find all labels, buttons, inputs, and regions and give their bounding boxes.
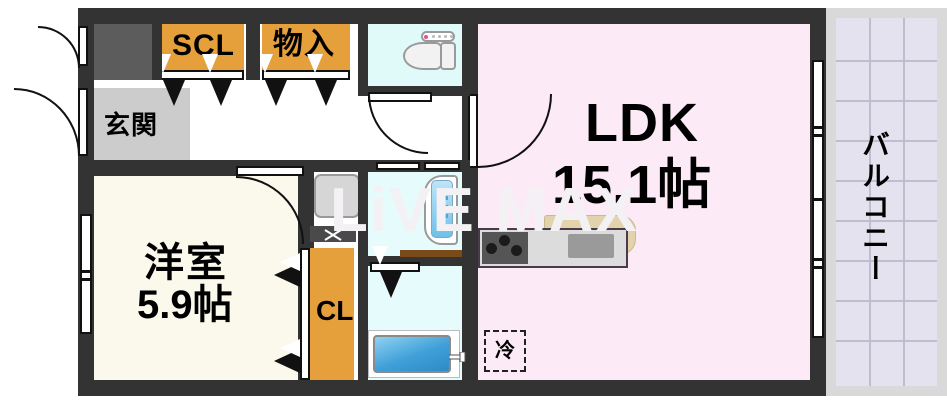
- toilet-indicator-dot: [424, 35, 428, 39]
- balcony-grid-line: [836, 180, 937, 182]
- room-ldk: [470, 24, 810, 380]
- toilet-door-swing-arc: [368, 94, 428, 154]
- mono-folding-door[interactable]: [262, 70, 350, 80]
- cl-folding-door[interactable]: [300, 248, 310, 380]
- vanity-basin: [431, 180, 453, 238]
- storage-cl: [310, 248, 354, 380]
- vanity-faucet-mark: [437, 196, 448, 200]
- washroom-entry-door[interactable]: [376, 162, 420, 170]
- genkan-label: 玄関: [104, 110, 159, 140]
- closet-divider-wall: [246, 24, 260, 80]
- balcony-grid-line: [836, 260, 937, 262]
- bedroom-window[interactable]: [80, 214, 92, 334]
- bathroom-threshold: [400, 250, 462, 257]
- exterior-wall-top: [78, 8, 826, 24]
- cl-folding-chevron: [274, 339, 302, 374]
- scl-folding-chevron: [155, 54, 185, 106]
- meter-box: [94, 24, 158, 80]
- toilet-button-dot: [438, 35, 441, 38]
- balcony-grid-line: [903, 18, 905, 386]
- toilet-button-dot: [432, 35, 435, 38]
- entrance-sub-door-leaf[interactable]: [78, 26, 88, 66]
- bedroom-label: 洋室: [144, 241, 228, 285]
- interior-wall-ldk-left: [462, 8, 478, 396]
- burner-icon: [499, 235, 510, 246]
- entrance-sub-door-swing-arc: [38, 26, 80, 68]
- balcony-label: バルコニー: [859, 130, 890, 285]
- balcony-grid-line: [836, 100, 937, 102]
- balcony-grid-line: [836, 60, 937, 62]
- window-sash: [814, 134, 822, 137]
- mono-label: 物入: [273, 28, 335, 61]
- closet-left-wall: [152, 24, 162, 80]
- vanity-faucet-mark: [437, 214, 448, 218]
- cl-label: CL: [316, 295, 354, 326]
- ventilation-cross-icon: [324, 228, 342, 241]
- window-sash: [814, 258, 822, 261]
- exterior-wall-bottom: [78, 380, 826, 396]
- interior-wall-bath-left: [358, 160, 368, 396]
- toilet-button-dot: [444, 35, 447, 38]
- balcony-grid-line: [836, 140, 937, 142]
- ldk-size-label: 15.1帖: [552, 155, 712, 215]
- interior-wall-toilet-bottom: [358, 86, 470, 96]
- kitchen-sink: [568, 234, 614, 258]
- balcony-floor: [836, 18, 937, 386]
- refrigerator-label: 冷: [495, 340, 515, 362]
- toilet-bowl-icon: [403, 42, 443, 70]
- bathroom-folding-chevron: [372, 246, 402, 298]
- burner-icon: [511, 245, 522, 256]
- washroom-entry-door[interactable]: [424, 162, 460, 170]
- toilet-button-dot: [450, 35, 453, 38]
- burner-icon: [486, 243, 497, 254]
- ldk-door-leaf[interactable]: [468, 94, 478, 168]
- bathtub-faucet-icon: [448, 349, 467, 363]
- window-sash: [814, 266, 822, 269]
- main-entrance-door-leaf[interactable]: [78, 88, 88, 156]
- refrigerator-placement-box: 冷: [484, 330, 526, 372]
- balcony-grid-line: [836, 300, 937, 302]
- mono-folding-chevron: [257, 54, 287, 106]
- vanity-faucet-mark: [437, 205, 448, 209]
- bedroom-size-label: 5.9帖: [137, 283, 233, 327]
- scl-folding-chevron: [202, 54, 232, 106]
- main-entrance-door-swing-arc: [14, 88, 80, 156]
- storage-mono: [262, 24, 350, 70]
- balcony-grid-line: [836, 340, 937, 342]
- window-sash: [82, 270, 90, 273]
- bathtub-fixture: [373, 335, 451, 373]
- ldk-label: LDK: [585, 93, 699, 153]
- window-sash: [82, 278, 90, 281]
- toilet-tank-icon: [440, 42, 456, 70]
- washing-machine-space: [314, 174, 360, 218]
- bathroom-folding-door[interactable]: [370, 262, 420, 272]
- window-sash: [814, 198, 822, 201]
- mono-folding-chevron: [307, 54, 337, 106]
- cl-folding-chevron: [274, 253, 302, 288]
- interior-wall-bathroom-top: [358, 256, 470, 266]
- window-sash: [814, 126, 822, 129]
- balcony-grid-line: [869, 18, 871, 386]
- balcony-grid-line: [836, 220, 937, 222]
- interior-wall-toilet-left: [358, 8, 368, 86]
- bedroom-door-leaf[interactable]: [236, 166, 304, 176]
